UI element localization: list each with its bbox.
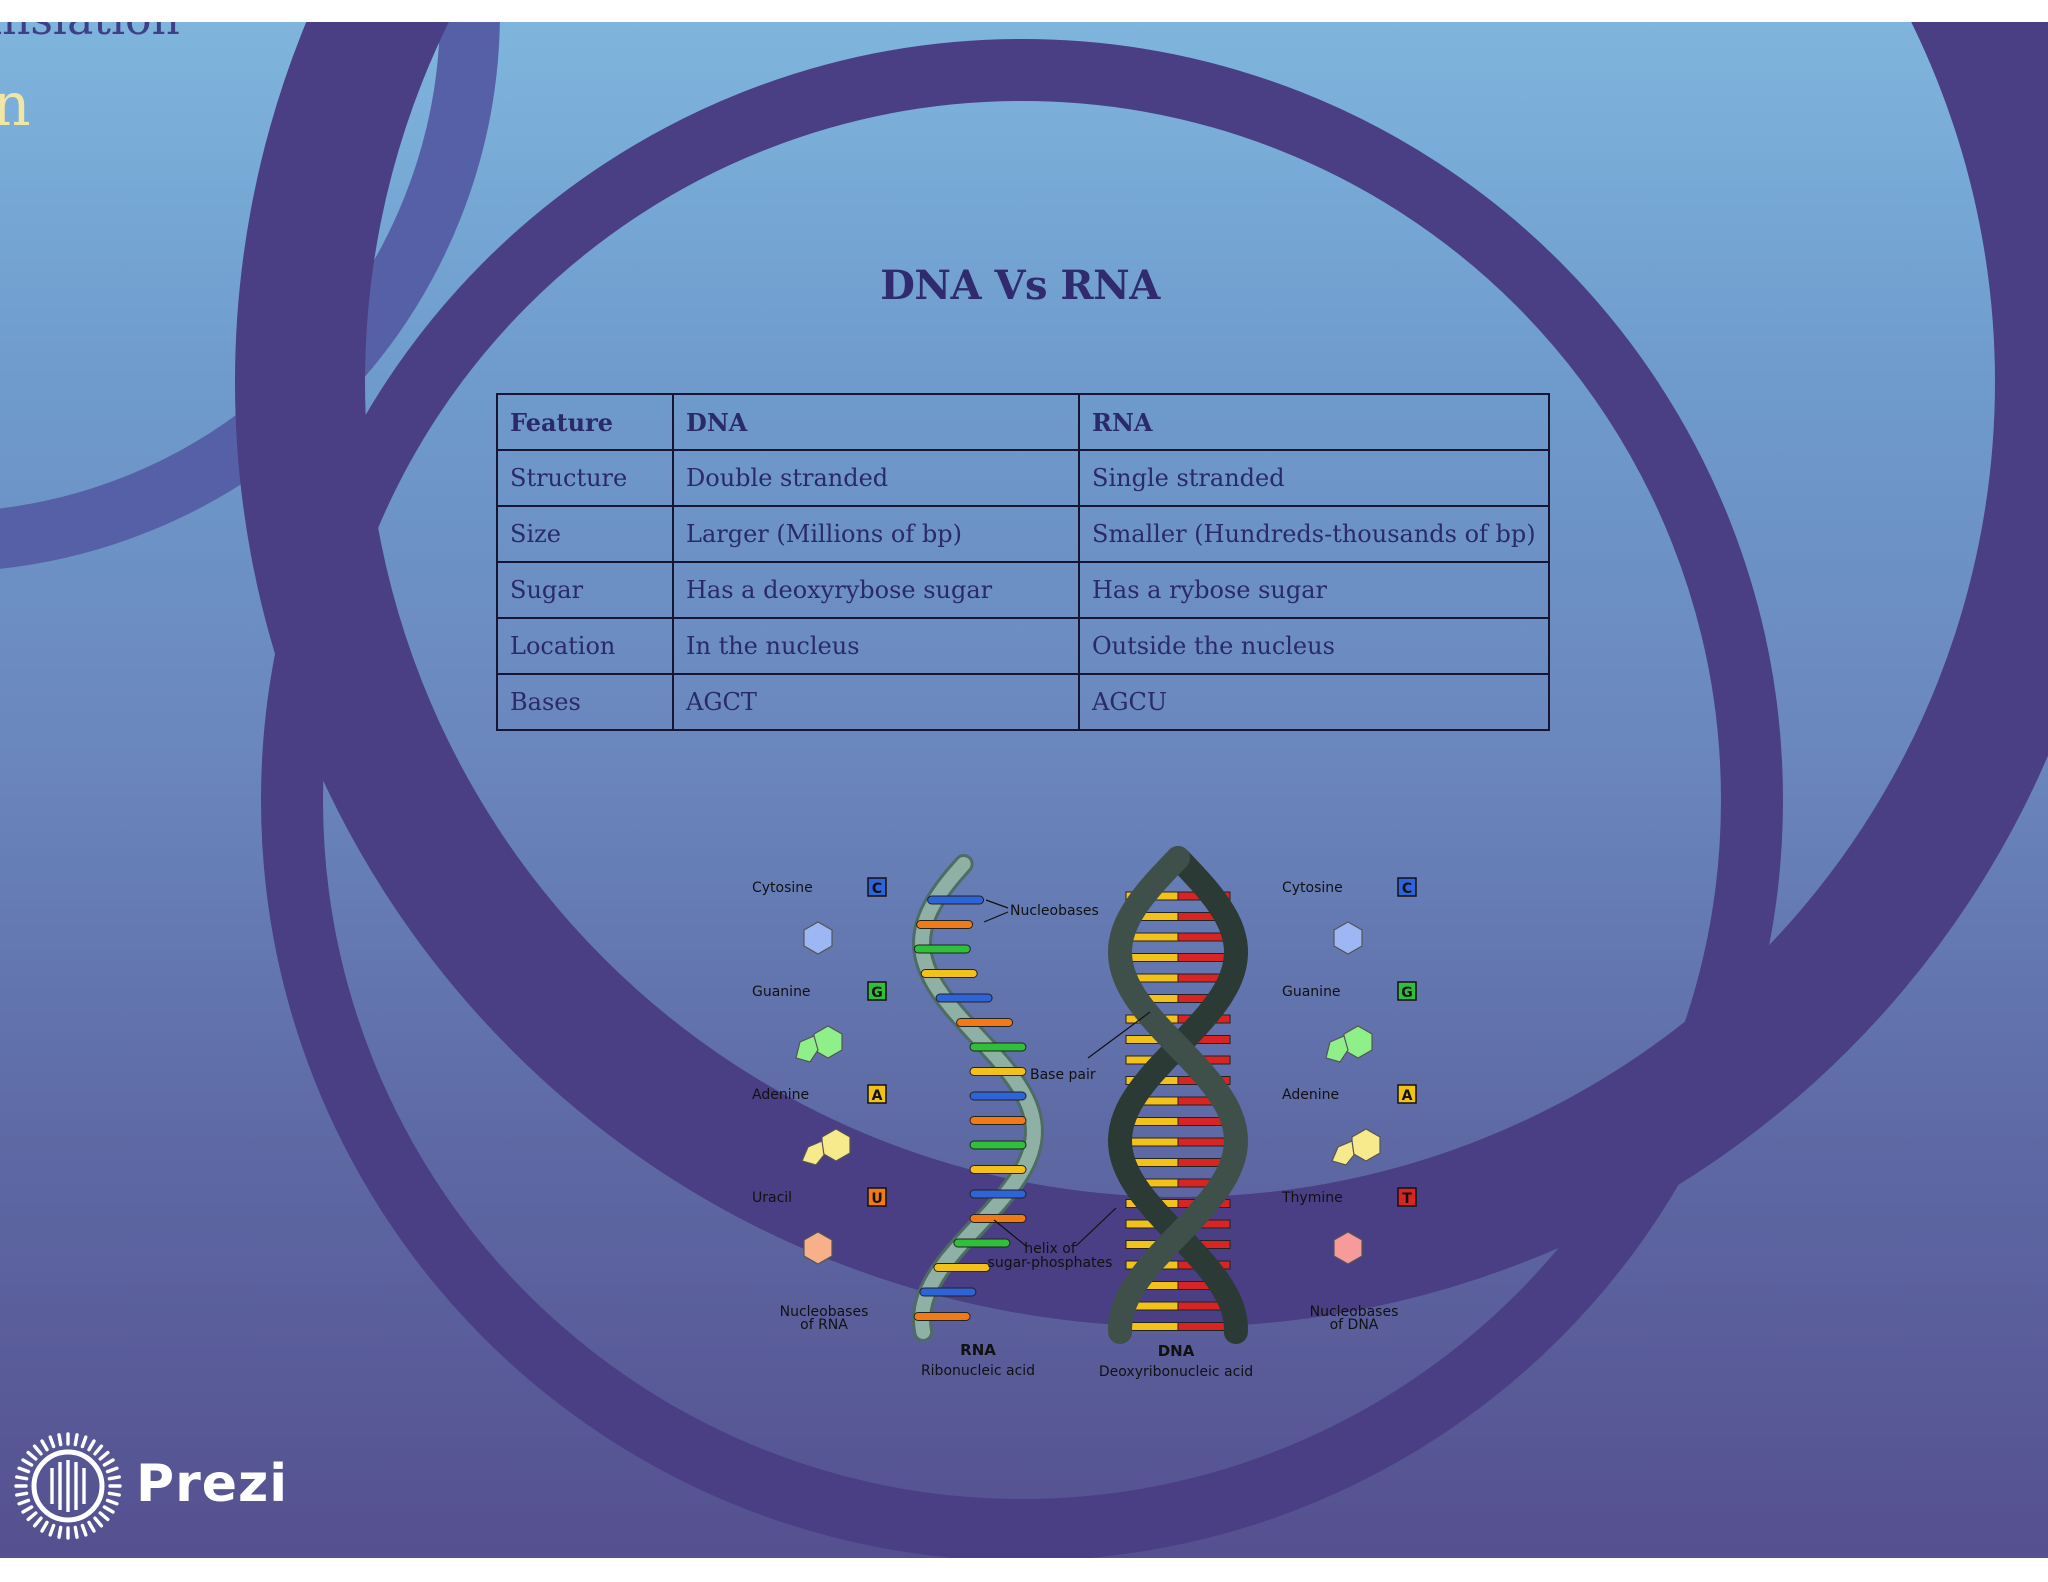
base-name: Guanine	[752, 984, 811, 1000]
comparison-table: Feature DNA RNA Structure Double strande…	[496, 393, 1550, 731]
right-base-guanine: Guanine G	[1282, 981, 1417, 1063]
dna-rna-diagram: Cytosine C Guanine G Adenine A Uracil U …	[752, 846, 1417, 1380]
base-name: Thymine	[1281, 1190, 1343, 1206]
background-text-fragment: n	[0, 70, 31, 140]
table-header-row: Feature DNA RNA	[496, 393, 1550, 451]
right-base-adenine: Adenine A	[1282, 1084, 1417, 1166]
base-name: Guanine	[1282, 984, 1341, 1000]
table-row: Location In the nucleus Outside the nucl…	[496, 617, 1550, 675]
base-letter-box	[867, 1187, 887, 1207]
base-letter: C	[1402, 881, 1412, 897]
base-letter-box	[1397, 1187, 1417, 1207]
slide-title: DNA Vs RNA	[880, 262, 1160, 309]
guanine-ring-icon	[795, 1035, 819, 1063]
right-caption: of DNA	[1330, 1317, 1379, 1333]
label-base-pair: Base pair	[1030, 1067, 1096, 1083]
left-base-adenine: Adenine A	[752, 1084, 887, 1166]
table-cell: AGCT	[672, 673, 1080, 731]
table-cell: Double stranded	[672, 449, 1080, 507]
base-letter: U	[871, 1191, 882, 1207]
guanine-ring-icon	[813, 1025, 843, 1059]
table-cell: Single stranded	[1078, 449, 1550, 507]
label-helix: helix of	[1024, 1241, 1077, 1257]
base-pair-pointer	[1087, 1011, 1151, 1059]
uracil-ring-icon	[803, 1231, 833, 1265]
right-caption: Nucleobases	[1310, 1304, 1399, 1320]
table-row: Size Larger (Millions of bp) Smaller (Hu…	[496, 505, 1550, 563]
base-name: Adenine	[752, 1087, 809, 1103]
adenine-ring-icon	[801, 1140, 825, 1166]
label-helix: sugar-phosphates	[988, 1255, 1113, 1271]
guanine-ring-icon	[1325, 1035, 1349, 1063]
left-base-uracil: Uracil U	[752, 1187, 887, 1265]
dna-title: DNA	[1158, 1342, 1195, 1360]
base-letter: G	[871, 985, 883, 1001]
table-cell: Size	[496, 505, 674, 563]
background-text-fragment: ınslation	[0, 22, 180, 45]
header-dna: DNA	[672, 393, 1080, 451]
adenine-ring-icon	[821, 1128, 851, 1162]
base-letter-box	[867, 877, 887, 897]
table-row: Structure Double stranded Single strande…	[496, 449, 1550, 507]
table-row: Bases AGCT AGCU	[496, 673, 1550, 731]
left-caption: Nucleobases	[780, 1304, 869, 1320]
base-name: Uracil	[752, 1190, 792, 1206]
table-cell: Bases	[496, 673, 674, 731]
prezi-wordmark: Prezi	[136, 1454, 289, 1514]
base-letter-box	[1397, 1084, 1417, 1104]
base-letter: C	[872, 881, 882, 897]
left-base-guanine: Guanine G	[752, 981, 887, 1063]
base-letter: A	[1402, 1088, 1413, 1104]
left-caption: of RNA	[800, 1317, 848, 1333]
adenine-ring-icon	[1351, 1128, 1381, 1162]
left-base-cytosine: Cytosine C	[752, 877, 887, 955]
table-cell: Has a rybose sugar	[1078, 561, 1550, 619]
table-cell: In the nucleus	[672, 617, 1080, 675]
cytosine-ring-icon	[803, 921, 833, 955]
table-cell: Sugar	[496, 561, 674, 619]
base-letter-box	[867, 1084, 887, 1104]
table-row: Sugar Has a deoxyrybose sugar Has a rybo…	[496, 561, 1550, 619]
header-rna: RNA	[1078, 393, 1550, 451]
header-feature: Feature	[496, 393, 674, 451]
table-cell: Outside the nucleus	[1078, 617, 1550, 675]
dna-subtitle: Deoxyribonucleic acid	[1099, 1364, 1253, 1380]
right-base-cytosine: Cytosine C	[1282, 877, 1417, 955]
base-name: Cytosine	[752, 880, 813, 896]
table-cell: Structure	[496, 449, 674, 507]
dna-helix	[1107, 846, 1249, 1344]
table-cell: Smaller (Hundreds-thousands of bp)	[1078, 505, 1550, 563]
base-letter: A	[872, 1088, 883, 1104]
nucleobases-pointer	[983, 911, 1009, 923]
base-letter-box	[1397, 981, 1417, 1001]
rna-helix	[911, 854, 1044, 1342]
guanine-ring-icon	[1343, 1025, 1373, 1059]
thymine-ring-icon	[1333, 1231, 1363, 1265]
rna-subtitle: Ribonucleic acid	[921, 1363, 1035, 1379]
helix-pointer	[1075, 1207, 1117, 1247]
prezi-logo-icon	[14, 1432, 122, 1540]
table-cell: Has a deoxyrybose sugar	[672, 561, 1080, 619]
table-cell: AGCU	[1078, 673, 1550, 731]
base-name: Adenine	[1282, 1087, 1339, 1103]
rna-title: RNA	[960, 1341, 996, 1359]
base-letter-box	[867, 981, 887, 1001]
table-cell: Location	[496, 617, 674, 675]
helix-pointer	[993, 1219, 1027, 1247]
right-base-thymine: Thymine T	[1281, 1187, 1417, 1265]
adenine-ring-icon	[1331, 1140, 1355, 1166]
label-nucleobases: Nucleobases	[1010, 903, 1099, 919]
base-letter: G	[1401, 985, 1413, 1001]
cytosine-ring-icon	[1333, 921, 1363, 955]
base-letter: T	[1402, 1191, 1412, 1207]
table-cell: Larger (Millions of bp)	[672, 505, 1080, 563]
presentation-canvas[interactable]: ınslation n DNA Vs RNA Feature DNA RNA S…	[0, 22, 2048, 1558]
base-name: Cytosine	[1282, 880, 1343, 896]
nucleobases-pointer	[985, 899, 1009, 909]
base-letter-box	[1397, 877, 1417, 897]
